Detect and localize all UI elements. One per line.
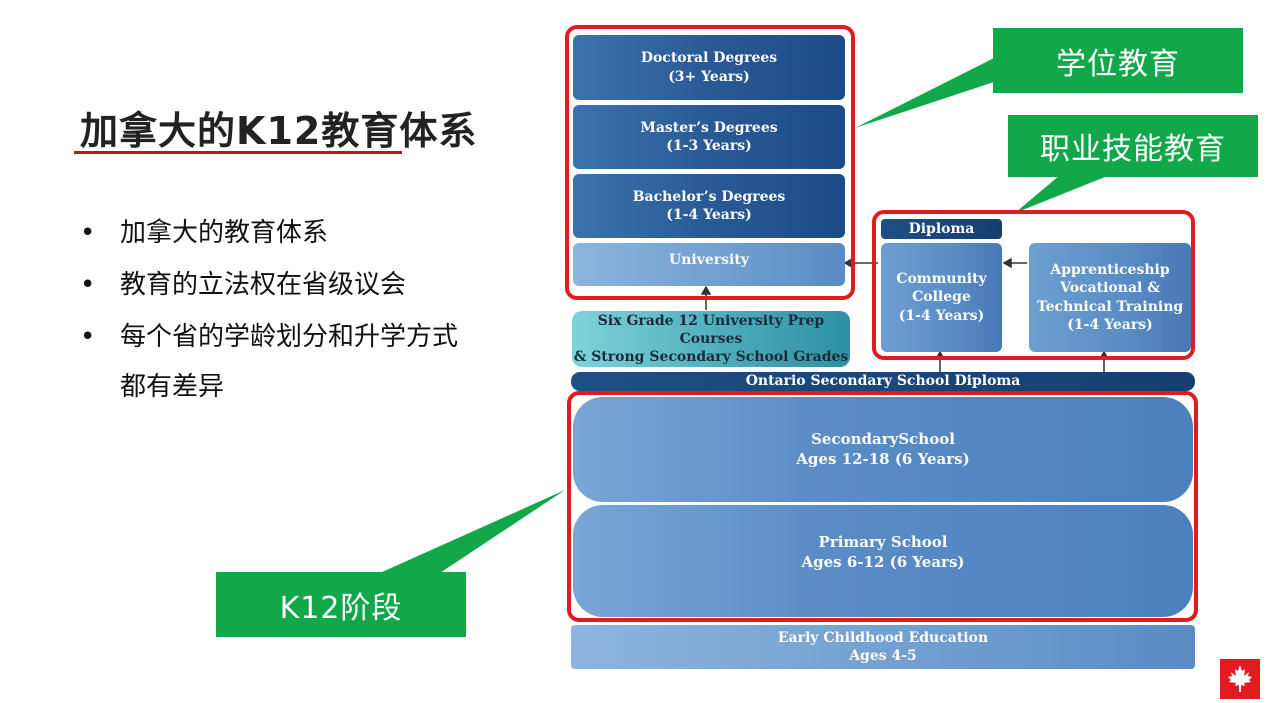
secondary-title: SecondarySchool <box>811 430 955 448</box>
k12-highlight-frame <box>567 391 1198 622</box>
bullet-text: 加拿大的教育体系 <box>120 218 329 248</box>
k12-callout-pointer <box>380 490 565 573</box>
bullet-dot: • <box>80 270 96 300</box>
ossd-bar: Ontario Secondary School Diploma <box>571 372 1195 391</box>
vocational-education-label: 职业技能教育 <box>1008 115 1258 177</box>
early-ages: Ages 4-5 <box>849 648 917 664</box>
diploma-box: Diploma <box>881 219 1002 239</box>
apprenticeship-line-1: Apprenticeship <box>1050 262 1170 279</box>
apprenticeship-line-3: Technical Training <box>1036 298 1184 315</box>
masters-duration: (1-3 Years) <box>666 138 752 154</box>
bachelors-title: Bachelor’s Degrees <box>632 188 786 205</box>
doctoral-degrees-box: Doctoral Degrees (3+ Years) <box>573 35 845 100</box>
bullet-item: • 教育的立法权在省级议会 <box>80 264 406 301</box>
k12-stage-label: K12阶段 <box>216 572 466 637</box>
doctoral-title: Doctoral Degrees <box>640 50 778 67</box>
apprenticeship-box: Apprenticeship Vocational & Technical Tr… <box>1029 243 1191 352</box>
prep-line-2: & Strong Secondary School Grades <box>573 349 849 366</box>
primary-school-box: Primary School Ages 6-12 (6 Years) <box>573 505 1193 617</box>
secondary-school-box: SecondarySchool Ages 12-18 (6 Years) <box>573 397 1193 502</box>
primary-title: Primary School <box>818 533 948 551</box>
community-college-box: Community College (1-4 Years) <box>881 243 1002 352</box>
bullet-dot: • <box>80 322 96 352</box>
maple-leaf-icon <box>1220 659 1260 699</box>
bullet-item: • 加拿大的教育体系 <box>80 212 328 249</box>
apprenticeship-line-4: (1-4 Years) <box>1067 316 1153 333</box>
university-label: University <box>669 252 749 268</box>
college-line-1: Community <box>896 271 987 288</box>
bachelors-duration: (1-4 Years) <box>666 207 752 223</box>
bullet-dot: • <box>80 218 96 248</box>
masters-degrees-box: Master’s Degrees (1-3 Years) <box>573 105 845 169</box>
prep-line-1: Six Grade 12 University Prep Courses <box>597 312 825 347</box>
doctoral-duration: (3+ Years) <box>668 68 750 85</box>
secondary-ages: Ages 12-18 (6 Years) <box>796 449 970 468</box>
bullet-text: 教育的立法权在省级议会 <box>120 270 407 300</box>
bachelors-degrees-box: Bachelor’s Degrees (1-4 Years) <box>573 174 845 238</box>
masters-title: Master’s Degrees <box>640 119 778 136</box>
title-underline <box>74 151 402 154</box>
degree-education-label: 学位教育 <box>993 28 1243 93</box>
degree-callout-pointer <box>855 55 1000 128</box>
primary-ages: Ages 6-12 (6 Years) <box>801 552 965 571</box>
bullet-text: 每个省的学龄划分和升学方式 <box>120 322 459 352</box>
college-line-3: (1-4 Years) <box>898 307 985 324</box>
prep-courses-box: Six Grade 12 University Prep Courses & S… <box>572 311 850 367</box>
ossd-label: Ontario Secondary School Diploma <box>745 373 1021 390</box>
vocational-callout-pointer <box>1015 175 1110 213</box>
vocational-highlight-frame <box>872 210 1195 360</box>
bullet-item: • 每个省的学龄划分和升学方式 <box>80 316 458 353</box>
diploma-label: Diploma <box>908 220 975 237</box>
apprenticeship-line-2: Vocational & <box>1060 280 1160 297</box>
bullet-continuation: 都有差异 <box>120 372 225 402</box>
degree-highlight-frame <box>565 25 855 300</box>
university-box: University <box>573 243 845 286</box>
college-line-2: College <box>912 289 971 306</box>
slide-title: 加拿大的K12教育体系 <box>80 109 478 153</box>
early-childhood-box: Early Childhood Education Ages 4-5 <box>571 625 1195 669</box>
early-title: Early Childhood Education <box>777 629 989 646</box>
